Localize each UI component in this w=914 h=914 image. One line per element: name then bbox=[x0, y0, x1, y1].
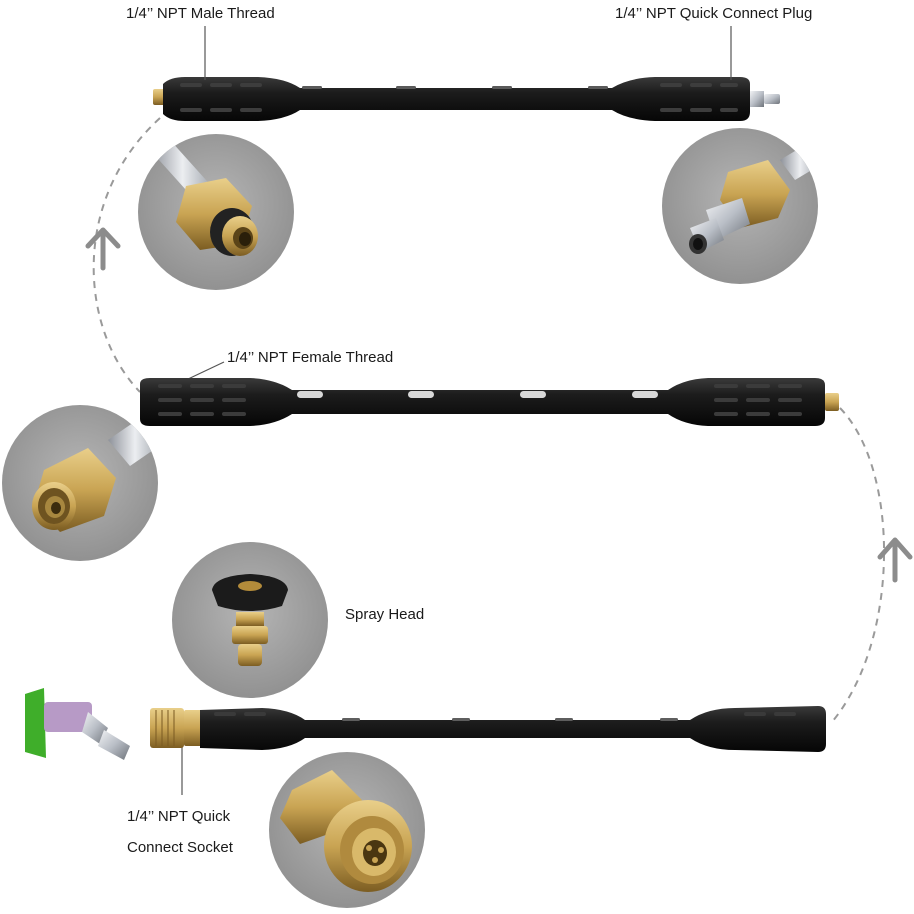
label-female-thread: 1/4’’ NPT Female Thread bbox=[227, 349, 394, 366]
wand-middle bbox=[140, 378, 839, 426]
label-socket-line1: 1/4’’ NPT Quick bbox=[127, 808, 231, 825]
label-quick-connect-plug: 1/4’’ NPT Quick Connect Plug bbox=[615, 5, 813, 22]
dashed-connector-right bbox=[831, 407, 885, 723]
detail-circle-male-thread bbox=[138, 134, 294, 290]
detail-circle-quick-plug bbox=[662, 128, 818, 284]
wand-bottom bbox=[25, 688, 826, 760]
up-arrow-icon bbox=[877, 537, 913, 583]
label-socket-line2: Connect Socket bbox=[127, 839, 233, 856]
detail-circle-female-thread bbox=[2, 405, 158, 561]
wand-top bbox=[153, 77, 780, 121]
spray-nozzle bbox=[25, 688, 130, 760]
label-spray-head: Spray Head bbox=[345, 606, 425, 623]
detail-circle-spray-head bbox=[172, 542, 328, 698]
up-arrow-icon bbox=[85, 227, 121, 271]
label-male-thread: 1/4’’ NPT Male Thread bbox=[126, 5, 275, 22]
detail-circle-quick-socket bbox=[269, 752, 425, 908]
